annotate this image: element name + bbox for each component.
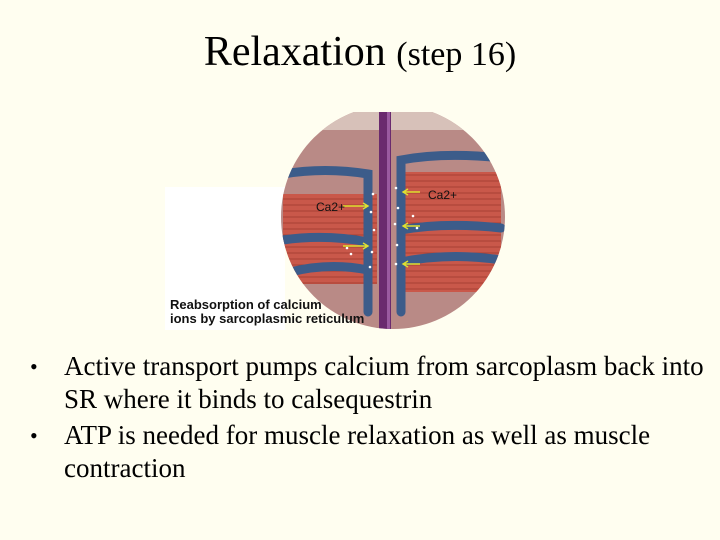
bullet-text: ATP is needed for muscle relaxation as w… xyxy=(64,420,651,483)
caption-line-1: Reabsorption of calcium xyxy=(170,297,322,312)
bullet-dot-icon: • xyxy=(30,354,38,379)
title-main: Relaxation xyxy=(203,29,386,75)
pump-arrows xyxy=(343,188,420,268)
calcium-label-right: Ca2+ xyxy=(428,188,457,202)
calcium-label-left: Ca2+ xyxy=(316,200,345,214)
bullet-item: • Active transport pumps calcium from sar… xyxy=(28,350,708,416)
caption-panel xyxy=(165,187,285,330)
muscle-cell-illustration: Ca2+ Ca2+ xyxy=(165,112,505,330)
bullet-text: Active transport pumps calcium from sarc… xyxy=(64,351,704,414)
title-step: (step 16) xyxy=(396,36,517,73)
bullet-list: • Active transport pumps calcium from sar… xyxy=(28,350,708,488)
bullet-item: • ATP is needed for muscle relaxation as … xyxy=(28,419,708,485)
caption-line-2: ions by sarcoplasmic reticulum xyxy=(170,311,365,326)
figure-caption: Reabsorption of calcium ions by sarcopla… xyxy=(170,298,364,326)
calcium-ions xyxy=(345,186,419,269)
slide-title: Relaxation (step 16) xyxy=(0,28,720,79)
bullet-dot-icon: • xyxy=(30,423,38,448)
sarcoplasmic-reticulum-figure: Ca2+ Ca2+ xyxy=(165,112,505,330)
